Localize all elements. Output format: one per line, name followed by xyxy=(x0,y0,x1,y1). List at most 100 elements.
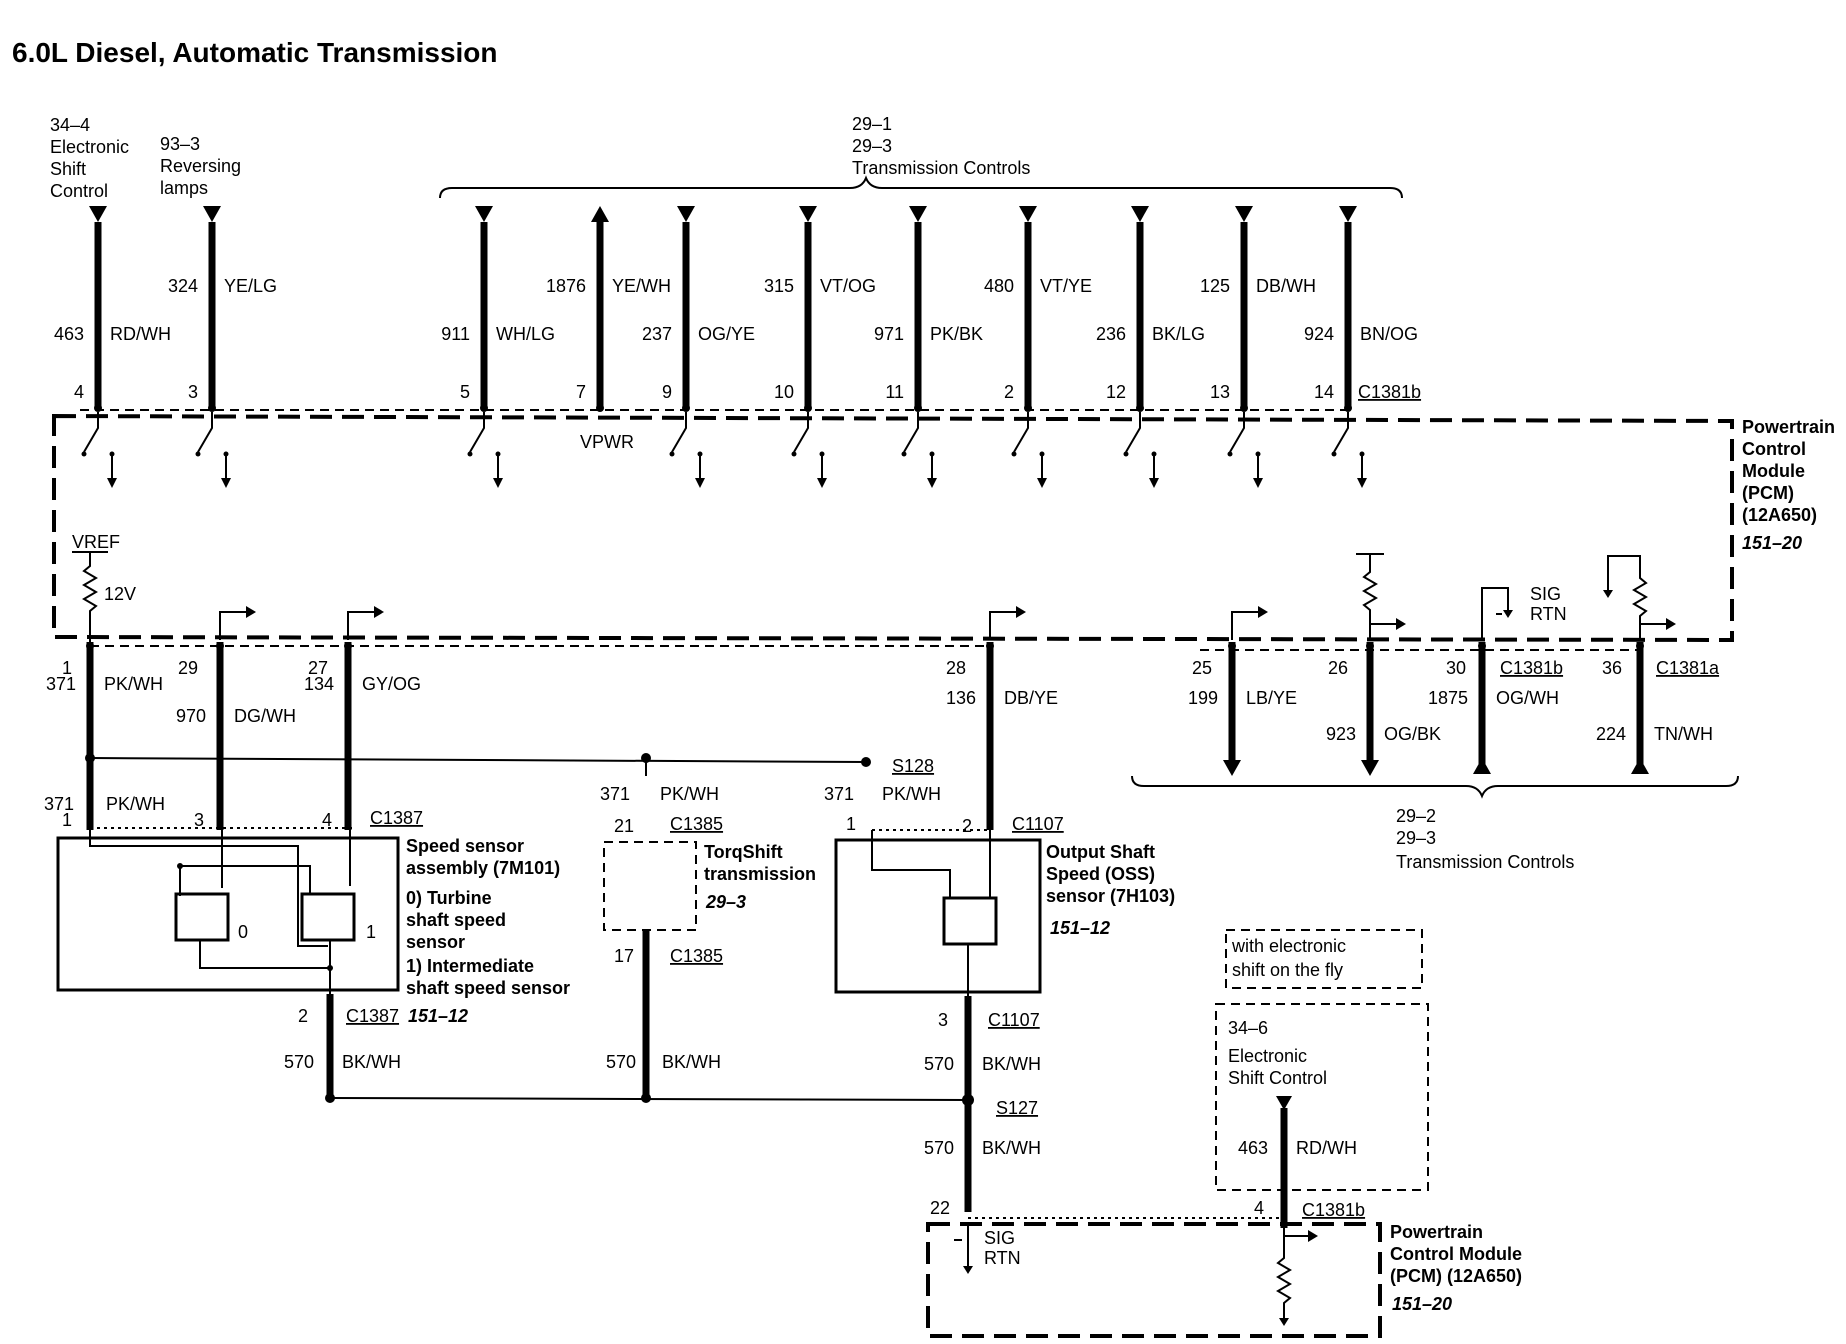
top-wire-color-324: YE/LG xyxy=(224,276,277,296)
svg-text:151–20: 151–20 xyxy=(1742,533,1802,553)
vref-label: VREF xyxy=(72,532,120,552)
pcm-switch-11 xyxy=(901,412,937,488)
top-wire-color-924: BN/OG xyxy=(1360,324,1418,344)
top-wire-color-911: WH/LG xyxy=(496,324,555,344)
svg-text:93–3: 93–3 xyxy=(160,134,200,154)
vpwr-label: VPWR xyxy=(580,432,634,452)
mid-wire-pin-29: 29 xyxy=(178,658,198,678)
ref-electronic-shift-control: 34–4 Electronic Shift Control xyxy=(50,115,129,201)
torqshift-label: TorqShift transmission 29–3 xyxy=(704,842,816,912)
pcm2-label: Powertrain Control Module (PCM) (12A650)… xyxy=(1390,1222,1522,1314)
mid-wire-circuit-224: 224 xyxy=(1596,724,1626,744)
esof-color: RD/WH xyxy=(1296,1138,1357,1158)
svg-text:shaft speed: shaft speed xyxy=(406,910,506,930)
connector-label-c1381b-lower: C1381b xyxy=(1302,1200,1365,1220)
pkwh-oss-circuit: 371 xyxy=(824,784,854,804)
mid-wire-pin-26: 26 xyxy=(1328,658,1348,678)
svg-text:(12A650): (12A650) xyxy=(1742,505,1817,525)
svg-text:29–3: 29–3 xyxy=(705,892,746,912)
esof-note-box xyxy=(1225,929,1423,989)
connector-label-c1381b-bottom: C1381b xyxy=(1500,658,1563,678)
mid-wire-pin-28: 28 xyxy=(946,658,966,678)
top-wire-pin-14: 14 xyxy=(1314,382,1334,402)
pcm-switch-13 xyxy=(1227,412,1263,488)
splice-dot-left xyxy=(85,753,95,763)
ref-transmission-controls-top: 29–1 29–3 Transmission Controls xyxy=(852,114,1030,178)
svg-text:29–3: 29–3 xyxy=(1396,828,1436,848)
top-wire-pin-5: 5 xyxy=(460,382,470,402)
svg-text:570: 570 xyxy=(284,1052,314,1072)
esof-ref-num: 34–6 xyxy=(1228,1018,1268,1038)
svg-text:sensor (7H103): sensor (7H103) xyxy=(1046,886,1175,906)
svg-text:Control Module: Control Module xyxy=(1390,1244,1522,1264)
splice-s128-dot xyxy=(861,757,871,767)
mid-wire-circuit-970: 970 xyxy=(176,706,206,726)
svg-text:3: 3 xyxy=(194,810,204,830)
mid-wire-color-923: OG/BK xyxy=(1384,724,1441,744)
top-wire-circuit-125: 125 xyxy=(1200,276,1230,296)
top-wire-pin-12: 12 xyxy=(1106,382,1126,402)
svg-text:Shift: Shift xyxy=(50,159,86,179)
svg-text:151–20: 151–20 xyxy=(1392,1294,1452,1314)
svg-text:34–4: 34–4 xyxy=(50,115,90,135)
speed-sensor-assembly: 1 3 4 C1387 0 1 xyxy=(56,808,423,994)
svg-text:151–12: 151–12 xyxy=(408,1006,468,1026)
pcm-sig-rtn: SIG RTN xyxy=(1481,584,1567,640)
top-wire-circuit-237: 237 xyxy=(642,324,672,344)
pcm-switch-14 xyxy=(1331,412,1367,488)
pcm-box xyxy=(52,413,1734,643)
mid-wire-pin-27: 27 xyxy=(308,658,328,678)
svg-text:TorqShift: TorqShift xyxy=(704,842,783,862)
svg-text:C1385: C1385 xyxy=(670,946,723,966)
connector-label-c1381b-top: C1381b xyxy=(1358,382,1421,402)
top-wire-pin-11: 11 xyxy=(885,382,904,402)
pkwh-splice-bus xyxy=(89,757,867,763)
svg-text:0) Turbine: 0) Turbine xyxy=(406,888,492,908)
top-wire-pin-9: 9 xyxy=(662,382,672,402)
pcm-switch-12 xyxy=(1123,412,1159,488)
svg-text:4: 4 xyxy=(322,810,332,830)
svg-text:SIG: SIG xyxy=(984,1228,1015,1248)
svg-text:570: 570 xyxy=(606,1052,636,1072)
splice-dot-torqshift xyxy=(641,753,651,763)
svg-text:Control: Control xyxy=(50,181,108,201)
mid-wire-pin-25: 25 xyxy=(1192,658,1212,678)
svg-text:C1385: C1385 xyxy=(670,814,723,834)
mid-wire-pin-30: 30 xyxy=(1446,658,1466,678)
top-wire-pin-3: 3 xyxy=(188,382,198,402)
pkwh-left-color: PK/WH xyxy=(106,794,165,814)
top-wire-pin-7: 7 xyxy=(576,382,586,402)
svg-text:BK/WH: BK/WH xyxy=(662,1052,721,1072)
pcm2-sig-rtn: SIG RTN xyxy=(954,1224,1021,1274)
svg-text:Powertrain: Powertrain xyxy=(1742,417,1835,437)
svg-text:0: 0 xyxy=(238,922,248,942)
top-wire-circuit-924: 924 xyxy=(1304,324,1334,344)
svg-text:Reversing: Reversing xyxy=(160,156,241,176)
speed-sensor-pin-2: 2 xyxy=(298,1006,308,1026)
oss-label: Output Shaft Speed (OSS) sensor (7H103) … xyxy=(1046,842,1175,938)
pcm-internal-components xyxy=(81,412,1367,488)
svg-text:(PCM): (PCM) xyxy=(1742,483,1794,503)
top-wire-color-237: OG/YE xyxy=(698,324,755,344)
splice-label-s128: S128 xyxy=(892,756,934,776)
mid-wire-color-224: TN/WH xyxy=(1654,724,1713,744)
svg-text:BK/WH: BK/WH xyxy=(982,1054,1041,1074)
top-wire-circuit-911: 911 xyxy=(441,324,470,344)
svg-text:1: 1 xyxy=(62,810,72,830)
top-wire-circuit-463: 463 xyxy=(54,324,84,344)
12v-label: 12V xyxy=(104,584,136,604)
pcm-switch-5 xyxy=(467,412,503,488)
mid-wire-color-1875: OG/WH xyxy=(1496,688,1559,708)
svg-text:transmission: transmission xyxy=(704,864,816,884)
top-wire-pin-10: 10 xyxy=(774,382,794,402)
svg-text:Speed sensor: Speed sensor xyxy=(406,836,524,856)
top-wire-color-480: VT/YE xyxy=(1040,276,1092,296)
